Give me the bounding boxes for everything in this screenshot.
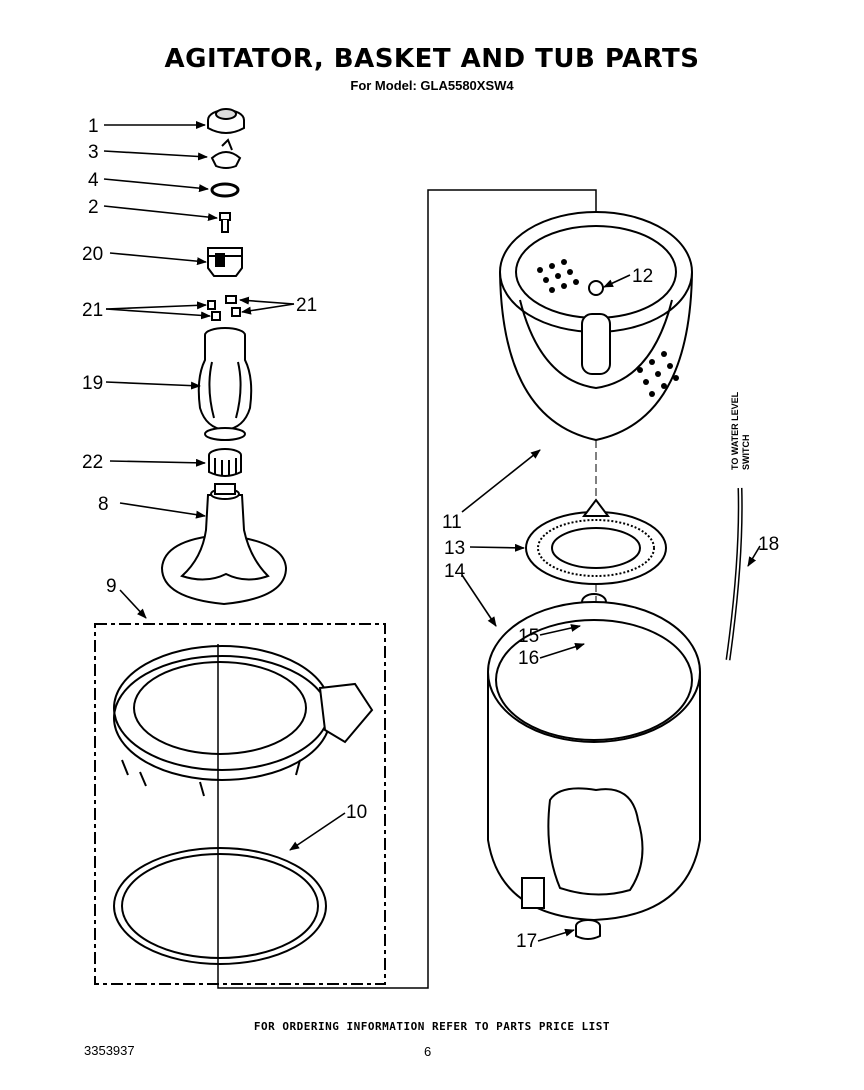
- callout-3: 3: [88, 142, 99, 163]
- callout-10: 10: [346, 802, 367, 823]
- part-tub-gasket: [113, 847, 327, 965]
- part-spin-hub: [525, 498, 667, 585]
- part-dogs: [207, 295, 241, 321]
- callout-12: 12: [632, 266, 653, 287]
- connector-line: [217, 189, 597, 989]
- water-level-note-line1: TO WATER LEVEL: [730, 391, 740, 470]
- water-level-note-line2: SWITCH: [741, 435, 751, 471]
- part-clutch: [208, 448, 242, 477]
- part-outer-tub: [487, 601, 701, 922]
- callout-13: 13: [444, 538, 465, 559]
- group-box-9: [94, 623, 386, 985]
- part-bolt: [219, 212, 231, 233]
- part-cam: [210, 138, 242, 169]
- callout-22: 22: [82, 452, 103, 473]
- callout-15: 15: [518, 626, 539, 647]
- part-agitator-barrel: [197, 327, 253, 441]
- part-basket: [499, 211, 693, 442]
- part-tub-nut: [575, 919, 601, 940]
- callout-9: 9: [106, 576, 117, 597]
- callout-18: 18: [758, 534, 779, 555]
- water-level-note: TO WATER LEVEL SWITCH: [730, 391, 751, 470]
- page-title: AGITATOR, BASKET AND TUB PARTS: [164, 44, 700, 74]
- callout-20: 20: [82, 244, 103, 265]
- ordering-note: FOR ORDERING INFORMATION REFER TO PARTS …: [253, 1020, 611, 1033]
- callout-21-left: 21: [82, 300, 103, 321]
- part-o-ring: [210, 182, 240, 198]
- callout-21-right: 21: [296, 295, 317, 316]
- callout-4: 4: [88, 170, 99, 191]
- document-number: 3353937: [84, 1043, 135, 1058]
- callout-11: 11: [442, 512, 462, 533]
- callout-8: 8: [98, 494, 109, 515]
- callout-14: 14: [444, 561, 466, 582]
- callout-19: 19: [82, 373, 103, 394]
- callout-2: 2: [88, 197, 99, 218]
- part-tub-ring: [113, 645, 374, 797]
- callout-arrows: [103, 121, 761, 942]
- model-subtitle: For Model: GLA5580XSW4: [350, 78, 514, 93]
- part-agitator-cap: [207, 108, 245, 134]
- part-agitator-base: [160, 483, 288, 606]
- callout-16: 16: [518, 648, 539, 669]
- callout-1: 1: [88, 116, 99, 137]
- callout-17: 17: [516, 931, 537, 952]
- page-number: 6: [424, 1044, 432, 1059]
- part-cam-holder: [207, 247, 243, 277]
